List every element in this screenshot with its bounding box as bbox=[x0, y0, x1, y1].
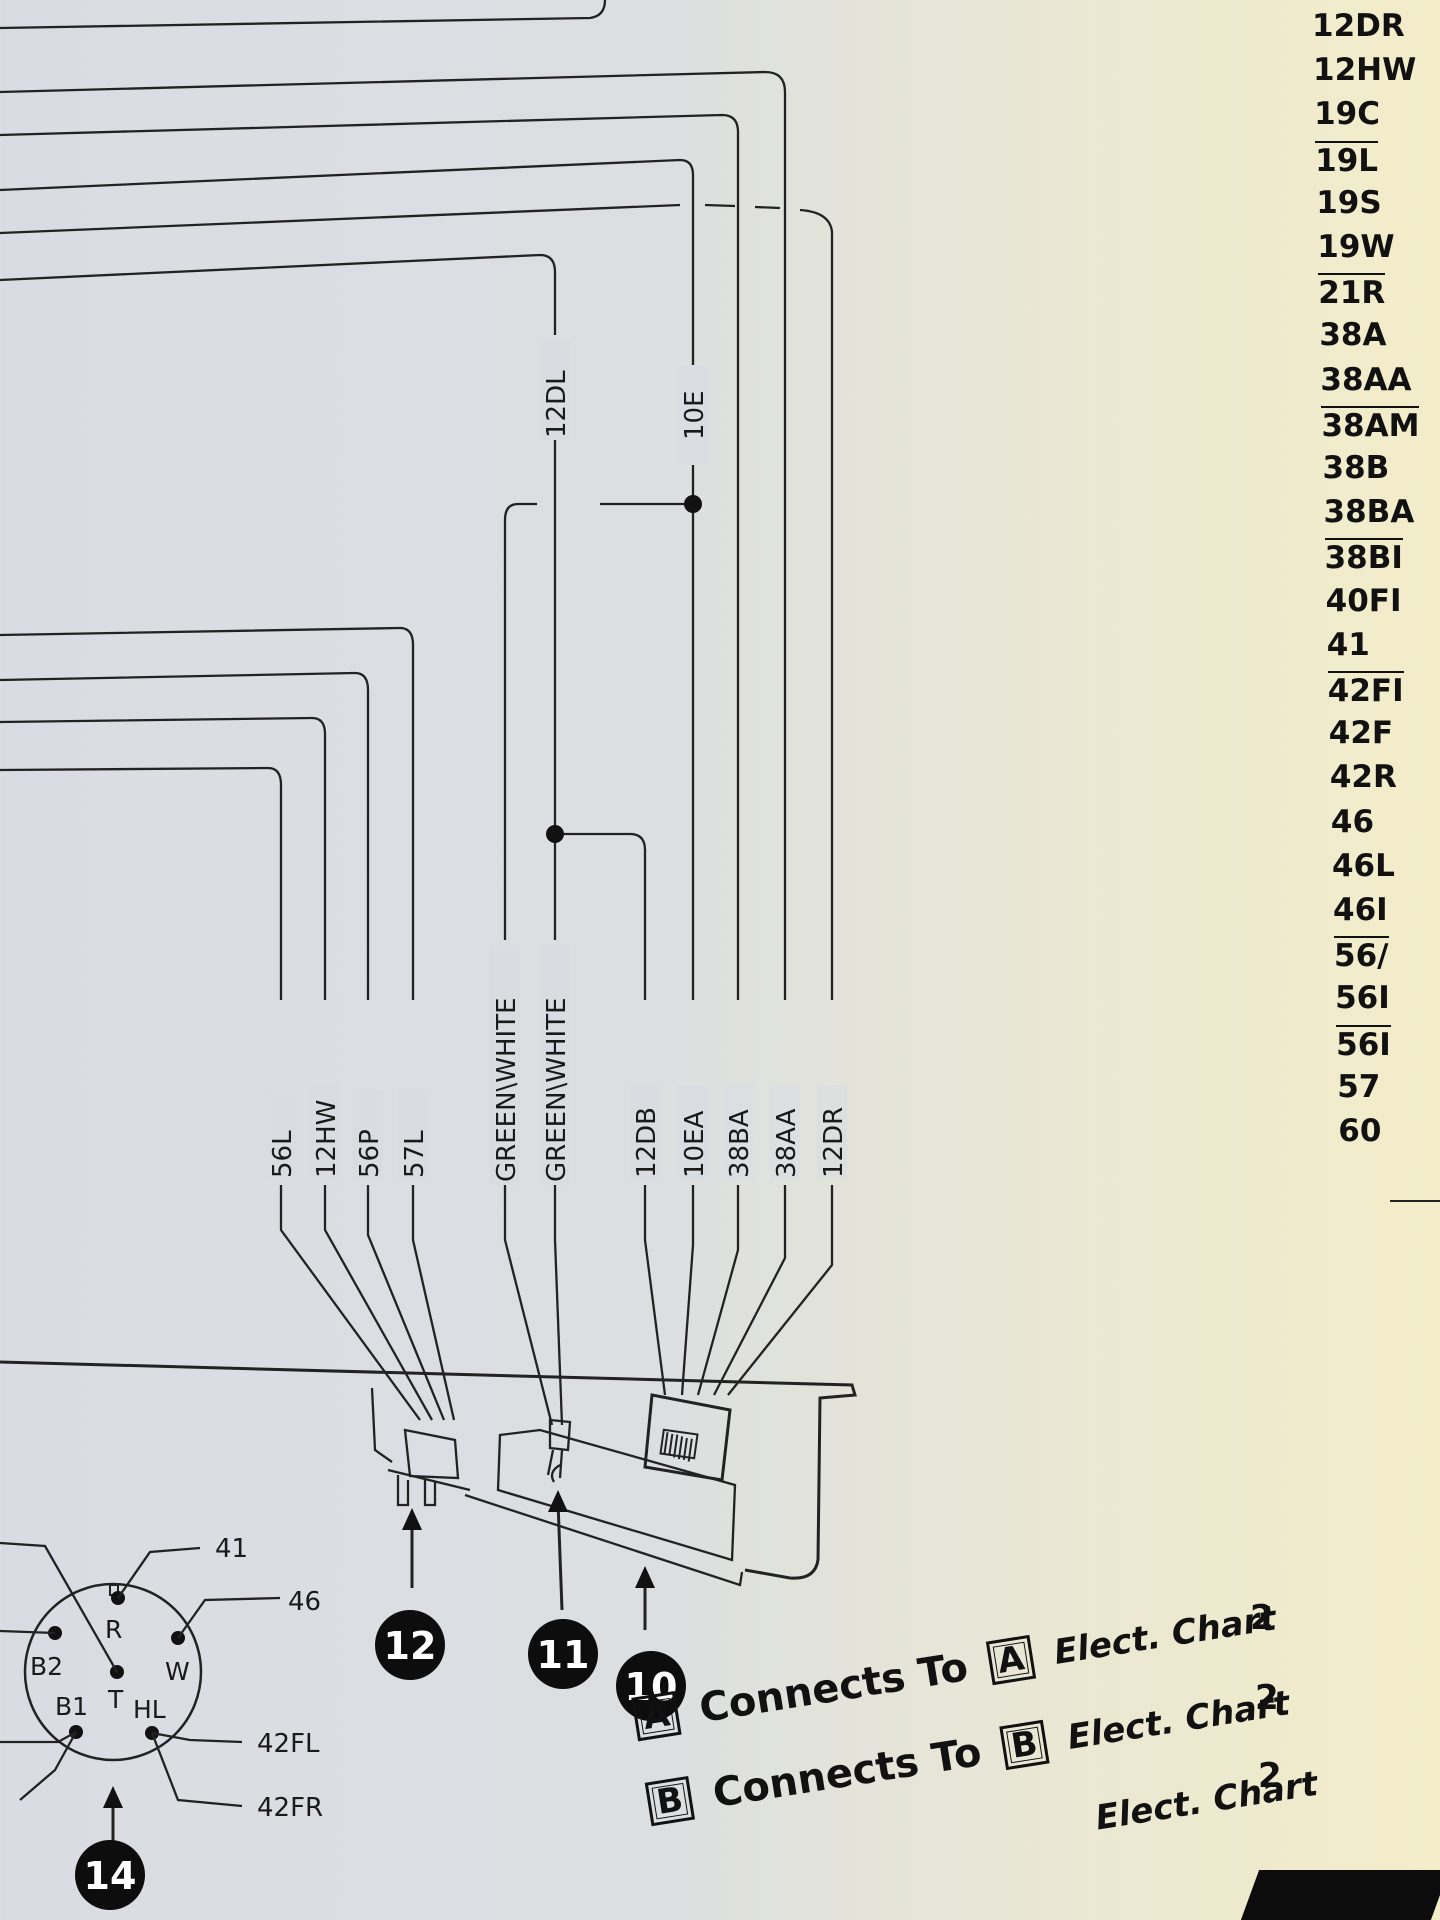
ext-label-42fl: 42FL bbox=[257, 1729, 320, 1759]
label-56p: 56P bbox=[355, 1129, 385, 1178]
legend-box-b-target: B bbox=[999, 1719, 1050, 1771]
index-entry: 38BI bbox=[1324, 538, 1403, 577]
pin-b2: B2 bbox=[30, 1652, 63, 1681]
callout-12: 12 bbox=[375, 1610, 445, 1680]
callout-14: 14 bbox=[75, 1840, 145, 1910]
label-10ea: 10EA bbox=[680, 1110, 710, 1178]
ext-label-46: 46 bbox=[288, 1587, 321, 1617]
svg-text:14: 14 bbox=[84, 1854, 137, 1898]
page-edge-shadow bbox=[1240, 1870, 1440, 1920]
label-38ba: 38BA bbox=[725, 1109, 755, 1178]
pin-r: R bbox=[105, 1615, 122, 1644]
index-entry: 42FI bbox=[1327, 671, 1404, 709]
legend-box-a-target: A bbox=[985, 1634, 1037, 1686]
index-entry: 46L bbox=[1331, 847, 1395, 884]
index-end-rule bbox=[1390, 1200, 1440, 1202]
index-entry: 46I bbox=[1333, 892, 1388, 928]
wire-top-3 bbox=[0, 113, 740, 1000]
label-56l: 56L bbox=[268, 1130, 298, 1178]
wire-top-4 bbox=[0, 158, 695, 395]
legend-box-b: B bbox=[644, 1775, 696, 1827]
index-entry: 56/ bbox=[1334, 936, 1389, 975]
index-entry: 38BA bbox=[1323, 494, 1415, 531]
index-entry: 12DR bbox=[1312, 8, 1405, 44]
index-entry: 19L bbox=[1315, 140, 1379, 179]
wire-12db-branch bbox=[555, 832, 647, 1000]
label-12db: 12DB bbox=[632, 1107, 662, 1178]
pin-b1: B1 bbox=[55, 1692, 88, 1721]
svg-text:11: 11 bbox=[537, 1633, 590, 1677]
index-entry: 46 bbox=[1330, 803, 1375, 840]
wire-top-1 bbox=[0, 0, 607, 30]
wire-12dl bbox=[0, 253, 557, 335]
svg-text:12: 12 bbox=[384, 1624, 437, 1668]
index-entry: 56I bbox=[1336, 1024, 1391, 1063]
wire-12hw bbox=[0, 716, 327, 1000]
junction-dot-10e bbox=[684, 495, 702, 513]
index-entry: 19C bbox=[1314, 96, 1380, 133]
index-entry: 42F bbox=[1328, 715, 1394, 752]
pin-w: W bbox=[165, 1657, 190, 1686]
index-entry: 57 bbox=[1337, 1068, 1381, 1105]
label-57l: 57L bbox=[400, 1130, 430, 1178]
index-entry: 42R bbox=[1329, 759, 1397, 796]
module-housing bbox=[0, 1360, 857, 1587]
page-ref-2: 2 bbox=[1255, 1678, 1279, 1718]
legend-text-b: Connects To bbox=[709, 1729, 985, 1817]
index-entry: 38AM bbox=[1321, 405, 1420, 444]
converging-wires bbox=[279, 1185, 834, 1426]
pin-hl: HL bbox=[133, 1695, 166, 1724]
label-green-white-1: GREEN\WHITE bbox=[492, 997, 522, 1182]
index-entry: 41 bbox=[1326, 626, 1370, 663]
index-entry: 60 bbox=[1338, 1113, 1382, 1149]
label-12hw: 12HW bbox=[312, 1100, 342, 1178]
index-entry: 19W bbox=[1317, 229, 1395, 265]
wire-56p bbox=[0, 671, 370, 1000]
wire-top-2 bbox=[0, 70, 787, 1000]
junction-bus bbox=[503, 502, 693, 940]
index-entry: 19S bbox=[1316, 184, 1382, 221]
page-ref-1: 2 bbox=[1250, 1598, 1274, 1638]
index-entry: 38AA bbox=[1320, 361, 1412, 398]
wire-index-column: 12DR 12HW 19C 19L 19S 19W 21R 38A 38AA 38AM 38B 38B… bbox=[1308, 0, 1440, 1200]
wire-57l bbox=[0, 626, 415, 1000]
wire-top-5-dash bbox=[704, 203, 834, 1000]
callout-11: 11 bbox=[528, 1619, 598, 1689]
junction-dot-12db bbox=[546, 825, 564, 843]
wire-top-5 bbox=[0, 203, 681, 235]
wire-56l bbox=[0, 766, 283, 1000]
index-entry: 12HW bbox=[1313, 52, 1417, 89]
label-12dr: 12DR bbox=[819, 1107, 849, 1178]
wire-labels: 12DL 10E 56L 12HW 56P 57L GREEN\WHITE GR… bbox=[266, 340, 849, 1185]
ext-label-42fr: 42FR bbox=[257, 1793, 323, 1823]
ext-label-41: 41 bbox=[215, 1534, 248, 1564]
label-38aa: 38AA bbox=[772, 1108, 802, 1178]
index-entry: 38A bbox=[1319, 317, 1387, 354]
index-entry: 38B bbox=[1322, 450, 1390, 486]
page-ref-3: 2 bbox=[1258, 1756, 1282, 1796]
legend-box-a: A bbox=[631, 1691, 682, 1742]
pin-t: T bbox=[107, 1685, 124, 1714]
index-entry: 56I bbox=[1335, 980, 1390, 1017]
index-entry: 21R bbox=[1318, 273, 1386, 312]
index-entry: 40FI bbox=[1325, 582, 1402, 619]
round-connector: R B2 T W B1 HL 41 46 42FL 42FR bbox=[0, 1534, 323, 1823]
label-10e: 10E bbox=[680, 390, 710, 440]
label-green-white-2: GREEN\WHITE bbox=[542, 997, 572, 1182]
label-12dl: 12DL bbox=[542, 370, 572, 438]
